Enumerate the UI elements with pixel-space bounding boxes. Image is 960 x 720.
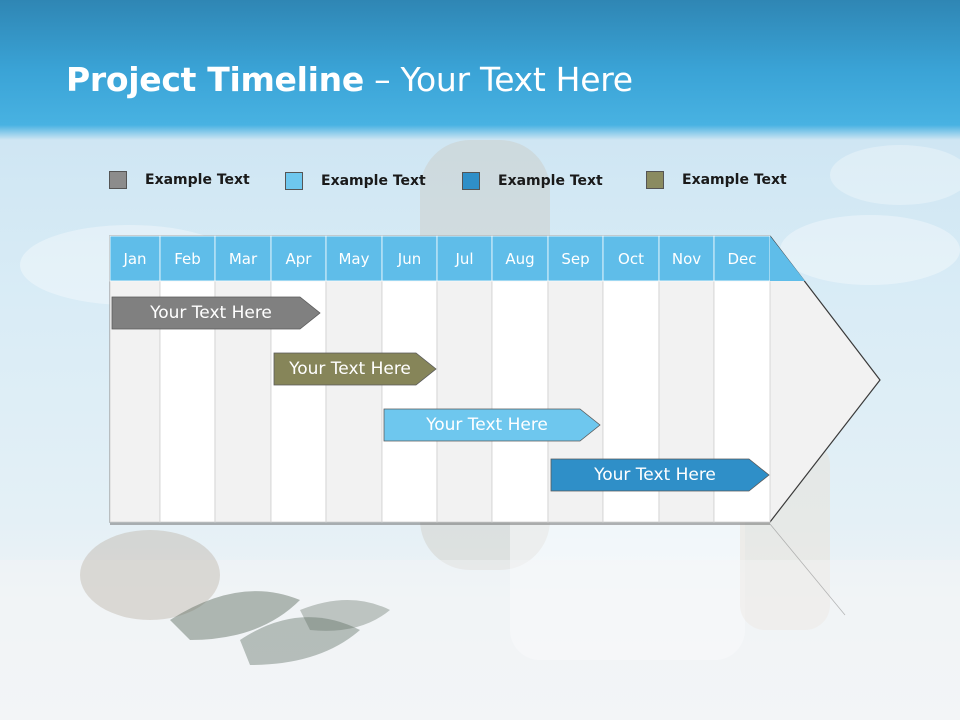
month-label: Jul [455, 250, 474, 268]
month-label: Oct [618, 250, 644, 268]
legend-swatch [646, 171, 664, 189]
legend-item-2: Example Text [285, 172, 426, 190]
task-bars [111, 296, 770, 492]
month-label: Feb [174, 250, 201, 268]
month-header-aug [491, 235, 549, 282]
month-header-oct [602, 235, 660, 282]
month-column-aug [491, 280, 549, 523]
task-bar-label: Your Text Here [426, 415, 548, 435]
legend-swatch [462, 172, 480, 190]
legend-label: Example Text [682, 172, 787, 188]
task-bar-4 [550, 458, 770, 492]
month-header-nov [658, 235, 715, 282]
month-label: Jan [123, 250, 147, 268]
month-label: Dec [727, 250, 757, 268]
task-bar-label: Your Text Here [150, 303, 272, 323]
task-bar-3 [383, 408, 601, 442]
month-column-jun [381, 280, 438, 523]
month-label: Jun [397, 250, 422, 268]
month-header-jan [109, 235, 161, 282]
month-label: Mar [228, 250, 258, 268]
task-bar-label: Your Text Here [289, 359, 411, 379]
legend-label: Example Text [498, 173, 603, 189]
legend-item-3: Example Text [462, 172, 603, 190]
month-header-sep [547, 235, 604, 282]
month-column-may [325, 280, 383, 523]
legend-item-1: Example Text [109, 171, 250, 189]
month-column-jul [436, 280, 493, 523]
header-arrow-tip [770, 236, 805, 281]
legend-swatch [109, 171, 127, 189]
month-header-feb [159, 235, 216, 282]
month-header-jul [436, 235, 493, 282]
month-label: Nov [671, 250, 702, 268]
task-bar-1 [111, 296, 321, 330]
title-rest: – Your Text Here [363, 60, 633, 99]
legend-label: Example Text [321, 173, 426, 189]
page-title: Project Timeline – Your Text Here [66, 60, 633, 99]
month-label: Aug [505, 250, 535, 268]
task-bar-2 [273, 352, 437, 386]
legend-label: Example Text [145, 172, 250, 188]
legend-swatch [285, 172, 303, 190]
legend-item-4: Example Text [646, 171, 787, 189]
month-header-apr [270, 235, 327, 282]
title-bold: Project Timeline [66, 60, 364, 99]
month-label: Sep [561, 250, 590, 268]
month-label: Apr [285, 250, 312, 268]
task-bar-label: Your Text Here [594, 465, 716, 485]
month-label: May [338, 250, 370, 268]
